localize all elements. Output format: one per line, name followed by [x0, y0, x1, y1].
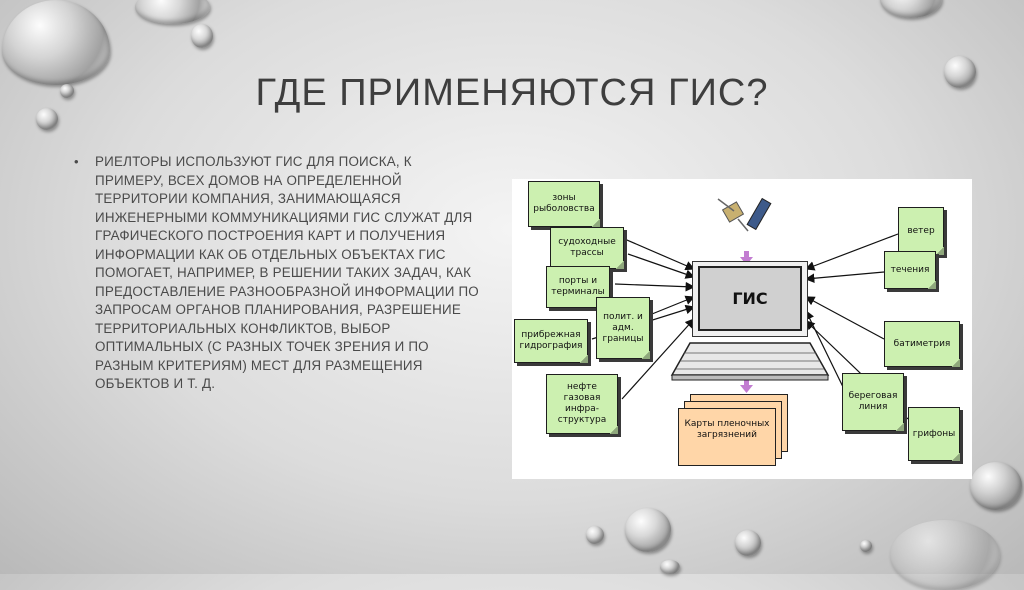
water-drop-decoration [944, 56, 976, 88]
note-currents: течения [884, 251, 936, 289]
output-label: Карты пленочных загрязнений [684, 419, 770, 440]
water-drop-decoration [625, 508, 671, 552]
water-drop-decoration [890, 520, 1000, 590]
gis-screen-label: ГИС [698, 266, 802, 331]
slide-title: ГДЕ ПРИМЕНЯЮТСЯ ГИС? [255, 72, 769, 114]
note-oil-gas-infrastructure: нефте газовая инфра-структура [546, 374, 618, 434]
note-wind: ветер [898, 207, 944, 255]
note-coastal-hydrography: прибрежная гидрография [514, 319, 588, 363]
output-sheet [678, 408, 776, 466]
water-drop-decoration [586, 526, 604, 544]
water-drop-decoration [135, 0, 210, 24]
water-drop-decoration [880, 0, 942, 18]
gis-diagram: ГИС Карты пленочных загрязнений зоны рыб… [512, 179, 972, 479]
water-drop-decoration [860, 540, 872, 552]
water-drop-decoration [60, 84, 74, 98]
water-drop-decoration [660, 560, 680, 574]
water-drop-decoration [36, 108, 58, 130]
note-shipping-routes: судоходные трассы [550, 227, 624, 269]
slide-body-text: Риелторы используют ГИС для поиска, к пр… [95, 154, 479, 391]
water-drop-decoration [970, 462, 1022, 510]
note-fishing-zones: зоны рыболовства [528, 181, 600, 227]
satellite-icon [717, 197, 772, 232]
note-coastline: береговая линия [842, 373, 904, 431]
water-drop-decoration [735, 530, 761, 556]
note-griffons: грифоны [908, 407, 960, 461]
note-bathymetry: батиметрия [884, 321, 960, 367]
note-political-borders: полит. и адм. границы [596, 297, 650, 359]
water-drop-decoration [2, 0, 110, 85]
computer-icon [670, 342, 830, 381]
bullet-marker: • [74, 154, 79, 169]
water-drop-decoration [191, 24, 213, 48]
